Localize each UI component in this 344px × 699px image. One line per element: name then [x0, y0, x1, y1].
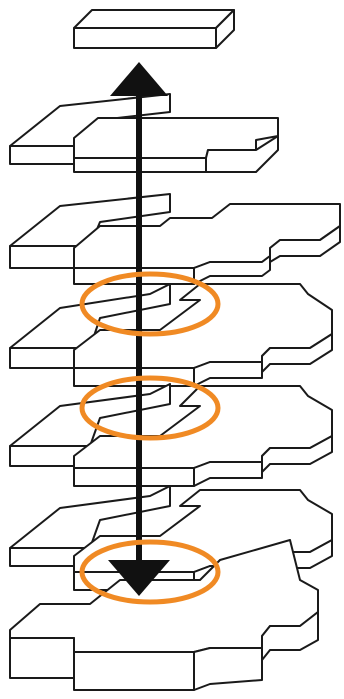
arrow-down-icon — [108, 560, 170, 596]
ring-lower — [79, 539, 221, 605]
layer-2 — [9, 193, 341, 285]
central-axis — [108, 62, 170, 596]
layer-bottom — [9, 539, 319, 691]
layer-1 — [9, 93, 279, 173]
ring-middle — [79, 375, 221, 441]
top-block — [73, 9, 235, 49]
arrow-up-icon — [110, 62, 168, 96]
ring-upper — [79, 271, 221, 337]
rotation-rings — [79, 271, 221, 605]
